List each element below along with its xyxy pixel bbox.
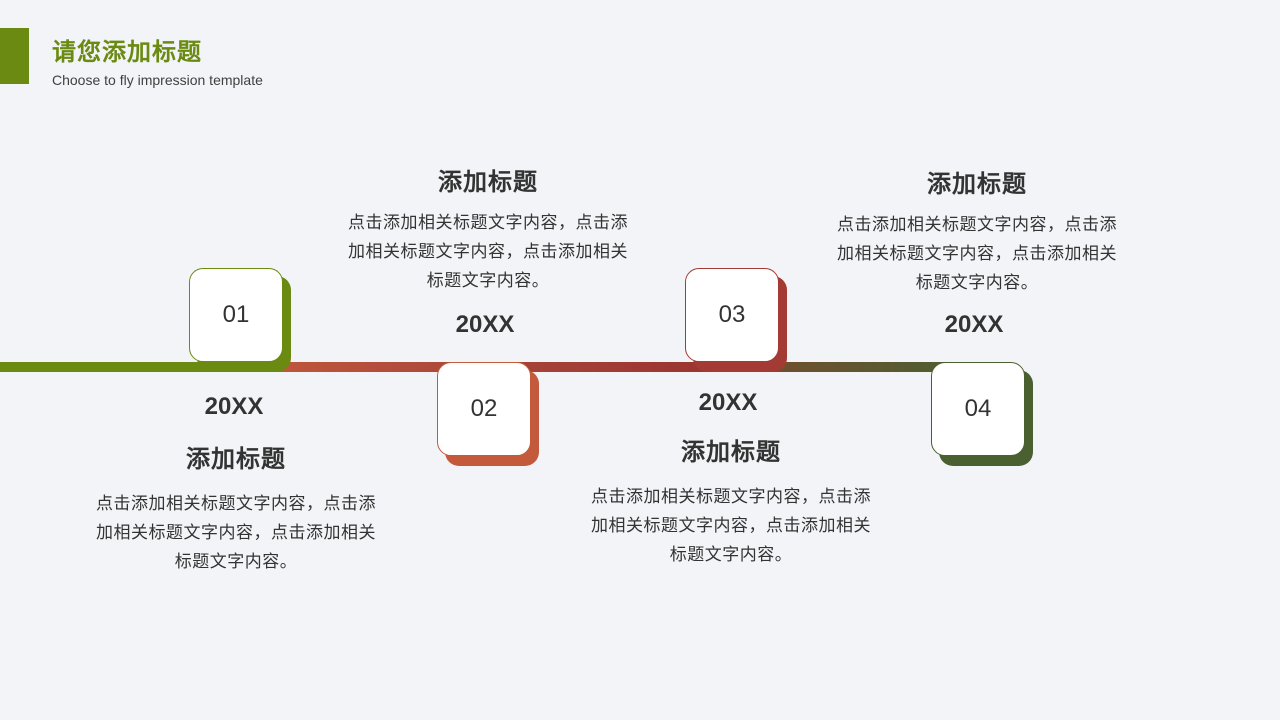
timeline-line-segment: [710, 362, 980, 372]
timeline-year[interactable]: 20XX: [204, 393, 264, 420]
item-heading[interactable]: 添加标题: [927, 170, 1027, 198]
node-number[interactable]: 01: [189, 268, 283, 362]
node-number[interactable]: 04: [931, 362, 1025, 456]
timeline-line-segment: [230, 362, 485, 372]
node-number[interactable]: 02: [437, 362, 531, 456]
timeline-node-3: 03: [685, 268, 787, 372]
item-heading[interactable]: 添加标题: [681, 438, 781, 466]
page-title[interactable]: 请您添加标题: [52, 38, 202, 66]
timeline-node-4: 04: [931, 362, 1033, 466]
item-description[interactable]: 点击添加相关标题文字内容，点击添加相关标题文字内容，点击添加相关标题文字内容。: [591, 486, 871, 565]
page-subtitle[interactable]: Choose to fly impression template: [52, 72, 263, 88]
item-heading[interactable]: 添加标题: [186, 445, 286, 473]
item-description[interactable]: 点击添加相关标题文字内容，点击添加相关标题文字内容，点击添加相关标题文字内容。: [96, 493, 376, 572]
timeline-year[interactable]: 20XX: [698, 389, 758, 416]
timeline-year[interactable]: 20XX: [944, 311, 1004, 338]
timeline-text-block-1: 添加标题 点击添加相关标题文字内容，点击添加相关标题文字内容，点击添加相关标题文…: [96, 445, 376, 577]
timeline-text-block-3: 添加标题 点击添加相关标题文字内容，点击添加相关标题文字内容，点击添加相关标题文…: [591, 438, 871, 570]
timeline-line-segment: [0, 362, 230, 372]
timeline-text-block-4: 添加标题 点击添加相关标题文字内容，点击添加相关标题文字内容，点击添加相关标题文…: [837, 170, 1117, 298]
item-description[interactable]: 点击添加相关标题文字内容，点击添加相关标题文字内容，点击添加相关标题文字内容。: [837, 214, 1117, 293]
node-number[interactable]: 03: [685, 268, 779, 362]
timeline-year[interactable]: 20XX: [455, 311, 515, 338]
title-accent-bar: [0, 28, 29, 84]
timeline-line-segment: [480, 362, 710, 372]
timeline-text-block-2: 添加标题 点击添加相关标题文字内容，点击添加相关标题文字内容，点击添加相关标题文…: [348, 168, 628, 296]
timeline-node-1: 01: [189, 268, 291, 372]
timeline-node-2: 02: [437, 362, 539, 466]
item-heading[interactable]: 添加标题: [438, 168, 538, 196]
item-description[interactable]: 点击添加相关标题文字内容，点击添加相关标题文字内容，点击添加相关标题文字内容。: [348, 212, 628, 291]
